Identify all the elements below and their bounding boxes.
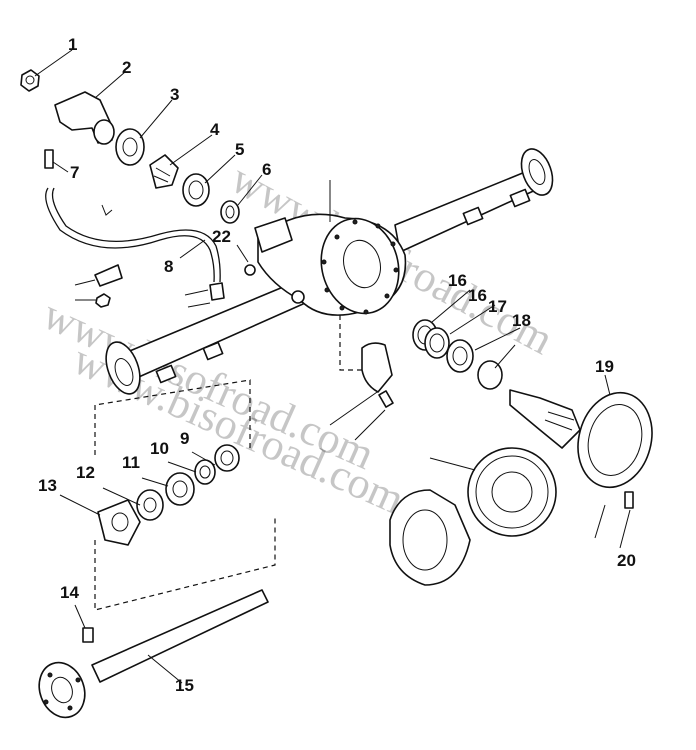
shim-part-16b [424, 327, 450, 359]
callout-17: 17 [488, 297, 507, 316]
callout-16a: 16 [448, 271, 467, 290]
seal-part-3 [115, 128, 145, 166]
pinion-gear [509, 389, 581, 449]
callout-8: 8 [164, 257, 173, 276]
callout-6: 6 [262, 160, 271, 179]
pinion-parts [20, 69, 256, 276]
plug-part-22 [244, 264, 256, 276]
callout-numbers: 1 2 3 4 5 6 7 8 9 10 11 12 13 14 15 16 1… [38, 35, 636, 695]
callout-9: 9 [180, 429, 189, 448]
seal-part-12 [136, 489, 164, 521]
leader-lines [34, 49, 631, 684]
callout-22: 22 [212, 227, 231, 246]
callout-13: 13 [38, 476, 57, 495]
bearing-part-18 [477, 360, 503, 390]
callout-5: 5 [235, 140, 244, 159]
callout-16b: 16 [468, 286, 487, 305]
axle-housing [105, 148, 554, 395]
seal-part-9 [214, 444, 240, 472]
callout-10: 10 [150, 439, 169, 458]
cup-part-5 [182, 173, 210, 207]
callout-7: 7 [70, 163, 79, 182]
callout-3: 3 [170, 85, 179, 104]
callout-14: 14 [60, 583, 79, 602]
callout-20: 20 [617, 551, 636, 570]
differential-case [389, 489, 471, 586]
callout-4: 4 [210, 120, 220, 139]
nut-part-1 [20, 69, 40, 92]
shim-part-6 [220, 200, 240, 224]
bolt-part-20 [624, 491, 634, 509]
callout-2: 2 [122, 58, 131, 77]
bearing-part-4 [149, 154, 179, 189]
callout-1: 1 [68, 35, 77, 54]
stud-part-14 [82, 627, 94, 643]
callout-19: 19 [595, 357, 614, 376]
callout-15: 15 [175, 676, 194, 695]
callout-11: 11 [122, 453, 140, 472]
vent-hose [44, 149, 225, 308]
axle-shaft [38, 589, 269, 719]
cover-part-19 [577, 391, 653, 489]
callout-12: 12 [76, 463, 95, 482]
callout-18: 18 [512, 311, 531, 330]
bearing-part-11 [165, 472, 195, 506]
ring-gear [467, 447, 557, 537]
differential-assembly [389, 391, 653, 586]
vent-part-7 [44, 149, 54, 169]
retainer-plate-part-13 [97, 499, 141, 546]
pinion-bearing-parts [412, 319, 581, 449]
axle-bearing-stack [94, 379, 276, 611]
cup-part-17 [446, 339, 474, 373]
